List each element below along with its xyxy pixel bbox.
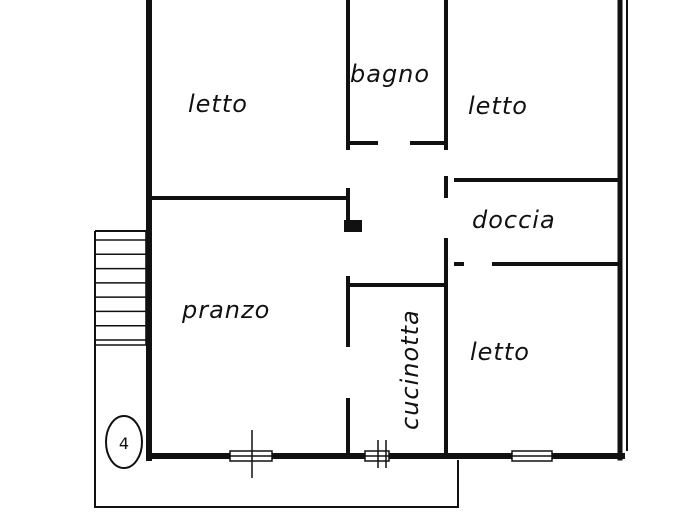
room-label-letto-se: letto xyxy=(470,338,530,366)
room-label-letto-ne: letto xyxy=(468,92,528,120)
circled-number-icon: 4 xyxy=(105,415,143,469)
exterior-stairs xyxy=(94,231,147,346)
stair-steps xyxy=(95,239,146,341)
room-label-cucinotta: cucinotta xyxy=(396,309,424,430)
room-label-pranzo: pranzo xyxy=(181,296,270,324)
terrace-outline xyxy=(94,230,459,508)
structural-column xyxy=(344,220,362,232)
bottom-windows xyxy=(229,430,553,478)
svg-text:4: 4 xyxy=(119,434,129,453)
room-label-letto-nw: letto xyxy=(188,90,248,118)
room-label-doccia: doccia xyxy=(472,206,556,234)
interior-walls xyxy=(147,0,622,458)
room-label-bagno: bagno xyxy=(350,60,430,88)
